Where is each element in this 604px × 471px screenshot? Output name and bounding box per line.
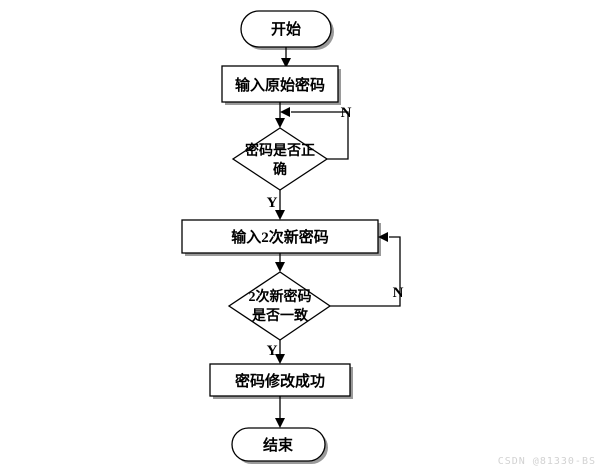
connector-input-new-to-check-match xyxy=(275,253,285,272)
check-password-shape xyxy=(231,127,329,191)
success-shape xyxy=(209,363,351,397)
edge-label-yes-password: Y xyxy=(267,195,278,211)
check-password-label-line2: 确 xyxy=(273,161,287,178)
end-shape xyxy=(231,427,326,462)
arrow-icon xyxy=(275,418,285,428)
success-label: 密码修改成功 xyxy=(235,372,325,390)
arrow-icon xyxy=(275,210,285,220)
check-match-label-line1: 2次新密码 xyxy=(249,288,312,305)
node-start[interactable]: 开始 xyxy=(240,10,334,50)
connector-yes-password: Y xyxy=(267,190,285,220)
arrow-icon xyxy=(281,58,291,68)
arrow-icon xyxy=(275,262,285,272)
connector-input-old-to-check xyxy=(275,102,285,128)
node-check-match[interactable]: 2次新密码 是否一致 xyxy=(227,271,332,341)
connector-success-to-end xyxy=(275,396,285,428)
input-old-label: 输入原始密码 xyxy=(235,76,325,94)
node-input-new-password[interactable]: 输入2次新密码 xyxy=(181,219,381,256)
arrow-icon xyxy=(280,107,290,117)
watermark: CSDN @81330-BS xyxy=(497,456,596,467)
edge-label-yes-match: Y xyxy=(267,343,278,359)
arrow-icon xyxy=(378,232,388,242)
start-label: 开始 xyxy=(271,20,301,38)
check-password-label-line1: 密码是否正 xyxy=(244,142,315,159)
check-match-label-line2: 是否一致 xyxy=(252,307,309,324)
arrow-icon xyxy=(275,118,285,128)
input-new-shape xyxy=(181,219,379,254)
node-input-old-password[interactable]: 输入原始密码 xyxy=(221,65,341,105)
edge-label-no-match: N xyxy=(393,285,404,301)
connector-start-to-input-old xyxy=(281,47,291,68)
connector-yes-match: Y xyxy=(267,340,285,364)
input-new-label: 输入2次新密码 xyxy=(231,228,329,246)
edge-label-no-password: N xyxy=(341,105,352,121)
connector-no-password-loop: N xyxy=(280,105,352,160)
connector-no-match-loop: N xyxy=(330,232,404,307)
arrow-icon xyxy=(275,354,285,364)
end-label: 结束 xyxy=(263,436,294,454)
check-match-shape xyxy=(227,271,332,341)
node-success[interactable]: 密码修改成功 xyxy=(209,363,353,399)
node-end[interactable]: 结束 xyxy=(231,427,328,464)
node-check-password[interactable]: 密码是否正 确 xyxy=(231,127,329,191)
